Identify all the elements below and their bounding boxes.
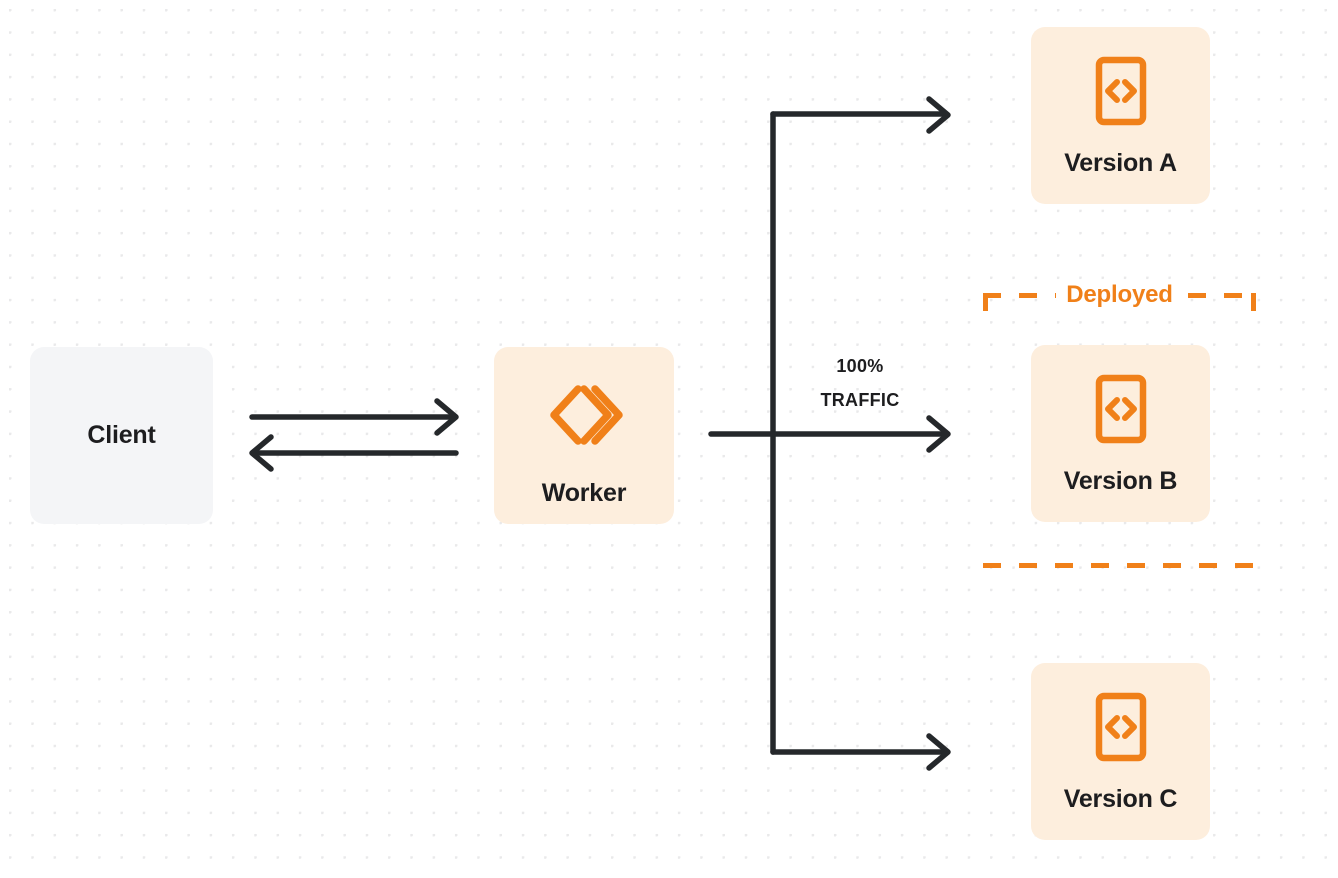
code-file-icon	[1090, 373, 1152, 449]
node-version-b[interactable]: Version B	[1031, 345, 1210, 522]
node-worker-label: Worker	[541, 479, 627, 507]
traffic-percent: 100%	[836, 356, 884, 376]
cloudflare-workers-logo-icon	[540, 371, 628, 459]
arrow-worker-to-version-b	[708, 415, 951, 453]
node-version-a-label: Version A	[1064, 149, 1177, 177]
frame-edge-right	[1251, 293, 1256, 568]
code-file-icon	[1090, 55, 1152, 131]
frame-edge-bottom	[983, 563, 1256, 568]
deployed-badge-label: Deployed	[1056, 281, 1183, 309]
node-version-c[interactable]: Version C	[1031, 663, 1210, 840]
arrow-worker-to-version-c	[770, 733, 951, 771]
node-version-b-label: Version B	[1063, 467, 1178, 495]
node-version-a[interactable]: Version A	[1031, 27, 1210, 204]
frame-edge-top-left	[983, 293, 1056, 298]
code-file-icon	[1090, 691, 1152, 767]
deployed-group-frame: Deployed	[983, 281, 1256, 568]
frame-edge-top-right	[1188, 293, 1256, 298]
node-client[interactable]: Client	[30, 347, 213, 524]
traffic-annotation: 100% TRAFFIC	[795, 349, 925, 417]
node-version-c-label: Version C	[1063, 785, 1178, 813]
traffic-word: TRAFFIC	[820, 390, 900, 411]
arrow-worker-to-version-a	[770, 96, 951, 134]
frame-edge-left	[983, 293, 988, 568]
node-client-label: Client	[87, 421, 156, 449]
arrow-worker-to-client	[249, 434, 459, 472]
arrow-client-to-worker	[249, 398, 459, 436]
node-worker[interactable]: Worker	[494, 347, 674, 524]
